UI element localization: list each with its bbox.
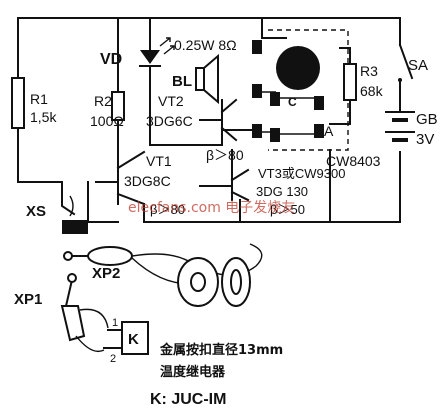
vt2-type: 3DG6C [146,113,193,129]
bl-label: BL [172,73,192,90]
caption-relay-model: K: JUC-IM [150,391,226,408]
plug-xp1-icon [60,273,109,353]
caption-thermal-relay: 温度继电器 [160,364,226,380]
r2-label: R2 [94,93,112,109]
battery-icon [385,111,415,142]
switch-icon [398,43,414,82]
sa-label: SA [408,57,428,74]
relay-label: K [128,331,139,348]
xs-label: XS [26,203,46,220]
watermark: elecfans.com 电子发烧友 [128,200,295,216]
r1-resistor [11,77,25,129]
circuit-wiring [17,17,401,223]
vt3-transistor-icon [199,168,250,202]
vt3-label: VT3或CW9300 [258,166,345,181]
r3-label: R3 [360,63,378,79]
gb-value: 3V [416,131,434,148]
vt1-transistor-icon [95,150,146,206]
speaker-icon [195,53,219,105]
r1-value: 1,5k [30,109,57,125]
r3-resistor [343,63,357,101]
vt1-type: 3DG8C [124,173,171,189]
metal-button-icon [177,257,251,307]
beta1-label: β＞80 [206,147,244,163]
ic-cw8403: C [252,29,349,151]
pin-a-label: A [324,123,334,139]
vd-label: VD [100,51,122,68]
r2-value: 100Ω [90,113,124,129]
relay-pin1: 1 [112,317,118,329]
caption-button-size: 金属按扣直径13mm [159,342,283,358]
r3-value: 68k [360,83,384,99]
xp2-label: XP2 [92,265,120,282]
svg-text:C: C [288,95,297,109]
jack-xs-icon [61,181,89,234]
xp1-label: XP1 [14,291,42,308]
beta2-label: β＞80 [150,202,185,217]
r2-resistor [111,91,125,121]
gb-label: GB [416,111,438,128]
vt2-label: VT2 [158,93,184,109]
vd-spec: 0.25W 8Ω [174,37,237,53]
vt2-transistor-icon [199,98,238,142]
plug-xp2-icon [63,243,263,285]
led-icon [139,37,175,67]
relay-pin2: 2 [110,353,116,365]
vt3-type: 3DG 130 [256,184,308,199]
ic-label: CW8403 [326,153,381,169]
r1-label: R1 [30,91,48,107]
beta3-label: β＞50 [270,202,305,217]
vt1-label: VT1 [146,153,172,169]
relay-icon [103,321,149,355]
